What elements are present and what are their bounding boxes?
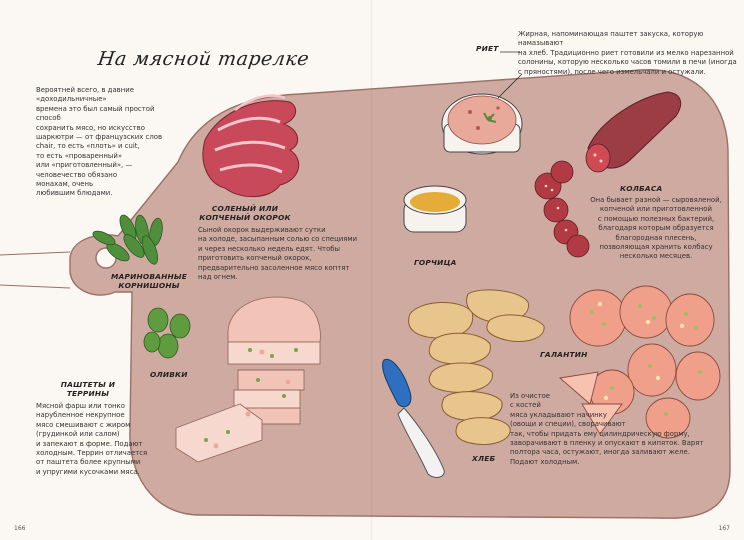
butter-knife: [382, 358, 445, 478]
page-number-right: 167: [718, 525, 730, 532]
page-title: На мясной тарелке: [96, 48, 311, 70]
sausage-label: Колбаса: [620, 184, 663, 193]
bread-slices: [408, 289, 545, 445]
salami: [534, 91, 682, 258]
mustard-bowl: [403, 185, 467, 233]
intro-line: любившим блюдами.: [36, 189, 113, 198]
cornichons: [92, 214, 163, 265]
ham-text: Сыной окорок выдерживают сутки на холоде…: [198, 226, 358, 282]
page-number-left: 166: [14, 525, 26, 532]
intro-line: времена это был самый простой способ: [36, 104, 155, 123]
galantine-text: Из очистое с костей мяса укладывают начи…: [510, 392, 704, 466]
ham-label: Соленый или копченый окорок: [199, 204, 291, 222]
rillettes-bowl: [441, 93, 523, 155]
intro-line: монахам, очень: [36, 180, 94, 189]
intro-line: сохранить мясо, но искусство: [36, 123, 145, 132]
rillettes-label: Риет: [476, 44, 499, 53]
rillettes-text: Жирная, напоминающая паштет закуска, кот…: [518, 30, 737, 76]
pates-text: Мясной фарш или тонко нарубленное некруп…: [36, 402, 148, 476]
mustard-label: Горчица: [414, 258, 457, 267]
sausage-text: Она бывает разной — сыровяленой, копчено…: [590, 196, 722, 261]
intro-line: человечество обязано: [36, 170, 118, 179]
ham-slices: [202, 94, 300, 198]
cornichons-label: Маринованные корнишоны: [111, 272, 187, 290]
galantine-label: Галантин: [540, 350, 588, 359]
olives: [143, 307, 191, 359]
pate-terrine: [175, 296, 321, 463]
intro-line: chair, то есть «плоть» и cuit,: [36, 142, 140, 151]
page-spine: [371, 0, 373, 540]
olives-label: Оливки: [150, 370, 188, 379]
intro-text: Вероятней всего, в давние «доходильничны…: [36, 86, 166, 199]
intro-line: или «приготовленный», —: [36, 161, 133, 170]
intro-line: шаркютри — от французских слов: [36, 133, 163, 142]
intro-line: то есть «проваренный»: [36, 151, 123, 160]
intro-line: Вероятней всего, в давние «доходильничны…: [36, 86, 134, 104]
bread-label: Хлеб: [472, 454, 496, 463]
galantine: [558, 285, 721, 439]
pates-label: Паштеты и террины: [60, 380, 116, 398]
